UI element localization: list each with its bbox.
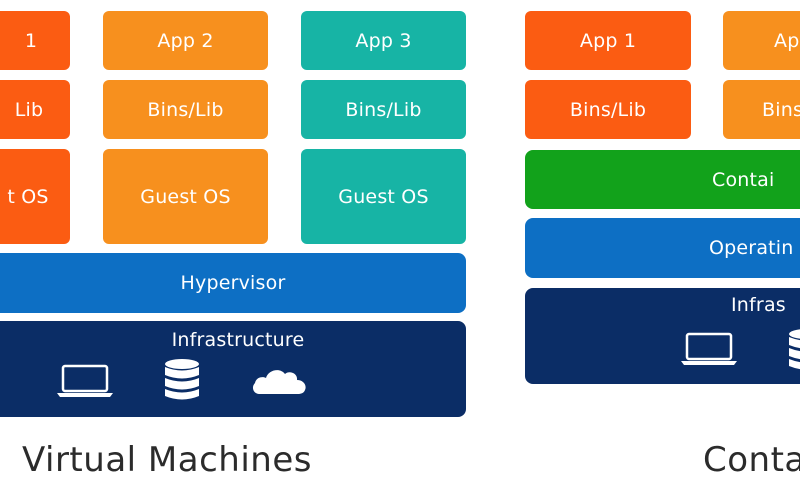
ct-app-2: Ap (723, 11, 800, 70)
vm-guest-os-3: Guest OS (301, 149, 466, 244)
vm-bins-lib-1: Lib (0, 80, 70, 139)
vm-guest-os-1: t OS (0, 149, 70, 244)
ct-app-1-label: App 1 (579, 29, 637, 52)
vm-caption: Virtual Machines (22, 440, 312, 480)
vm-app-2-label: App 2 (157, 29, 214, 52)
vm-infrastructure-label: Infrastructure (171, 329, 305, 351)
ct-infrastructure-label: Infras (731, 294, 786, 316)
vm-guest-os-2: Guest OS (103, 149, 268, 244)
vm-hypervisor-label: Hypervisor (180, 272, 286, 294)
vm-app-3: App 3 (301, 11, 466, 70)
cloud-icon (252, 370, 306, 394)
ct-bins-lib-2-label: Bins (762, 98, 800, 121)
vm-infrastructure: Infrastructure (0, 321, 466, 417)
vm-app-1-label: 1 (24, 29, 38, 52)
ct-app-2-label: Ap (774, 29, 800, 52)
vm-app-2: App 2 (103, 11, 268, 70)
vm-guest-os-1-label: t OS (7, 185, 49, 208)
vm-guest-os-2-label: Guest OS (140, 185, 231, 208)
ct-app-1: App 1 (525, 11, 691, 70)
laptop-icon (681, 332, 737, 365)
vm-guest-os-3-label: Guest OS (338, 185, 429, 208)
vm-app-1: 1 (0, 11, 70, 70)
ct-container-engine-label: Contai (712, 168, 775, 191)
database-icon (789, 329, 800, 370)
ct-infrastructure: Infras (525, 288, 800, 384)
vm-bins-lib-2: Bins/Lib (103, 80, 268, 139)
database-icon (165, 359, 199, 400)
ct-bins-lib-1-label: Bins/Lib (569, 98, 647, 121)
ct-container-engine: Contai (525, 150, 800, 209)
ct-bins-lib-2: Bins (723, 80, 800, 139)
container-caption: Conta (703, 440, 800, 480)
vm-bins-lib-1-label: Lib (14, 98, 44, 121)
vm-bins-lib-2-label: Bins/Lib (147, 98, 224, 121)
ct-bins-lib-1: Bins/Lib (525, 80, 691, 139)
laptop-icon (57, 364, 113, 397)
vm-bins-lib-3: Bins/Lib (301, 80, 466, 139)
ct-operating-system-label: Operatin (709, 237, 794, 259)
vm-bins-lib-3-label: Bins/Lib (345, 98, 422, 121)
ct-operating-system: Operatin (525, 218, 800, 278)
vm-hypervisor: Hypervisor (0, 253, 466, 313)
vm-app-3-label: App 3 (355, 29, 412, 52)
